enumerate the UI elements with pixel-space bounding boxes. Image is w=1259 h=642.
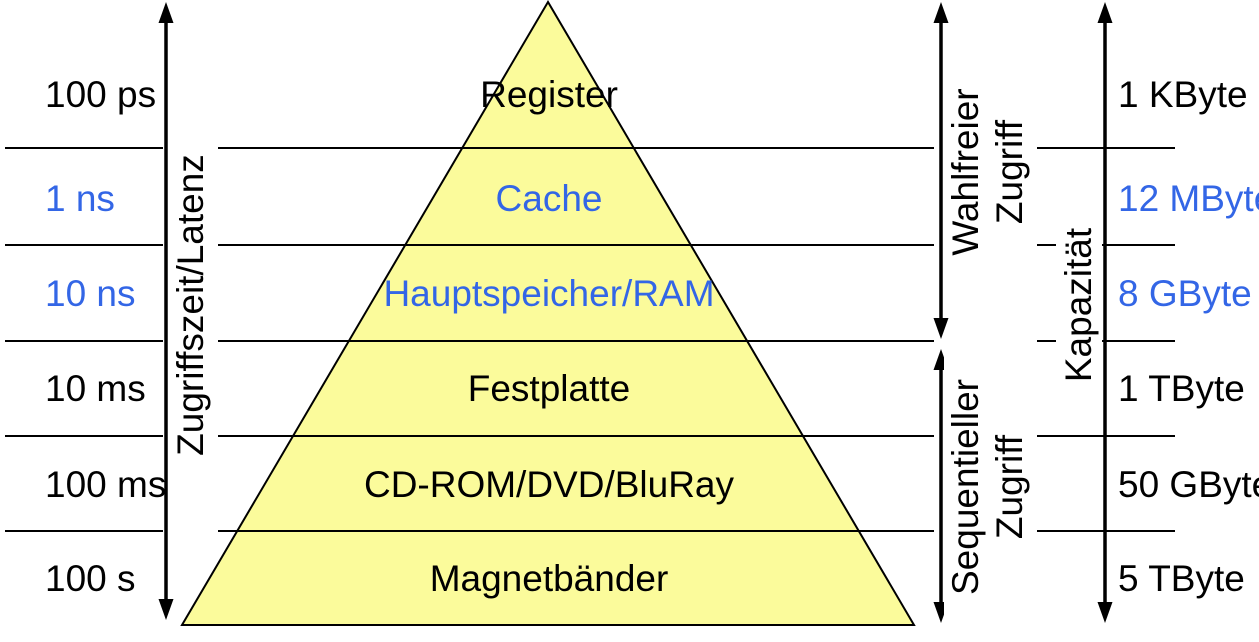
level-label-magnetbaender: Magnetbänder	[429, 558, 669, 599]
capacity-label: 5 TByte	[1118, 558, 1245, 599]
random-access-caption-line1: Wahlfreier	[945, 88, 986, 256]
latency-label: 10 ns	[45, 273, 136, 314]
sequential-access-caption-line1: Sequentieller	[945, 379, 986, 595]
latency-label: 100 s	[45, 558, 136, 599]
latency-label: 1 ns	[45, 178, 115, 219]
sequential-access-caption: Sequentieller Zugriff	[944, 347, 1032, 627]
capacity-label: 50 GByte	[1118, 464, 1259, 505]
capacity-axis-caption-text: Kapazität	[1058, 227, 1099, 383]
capacity-label: 1 KByte	[1118, 74, 1248, 115]
capacity-axis-arrow	[1097, 2, 1113, 623]
capacity-axis-caption: Kapazität	[1056, 205, 1102, 405]
random-access-arrow	[933, 2, 949, 339]
level-label-cdrom: CD-ROM/DVD/BluRay	[363, 464, 735, 505]
level-label-register: Register	[480, 74, 618, 115]
pyramid-shape	[180, 0, 916, 626]
latency-axis-caption: Zugriffszeit/Latenz	[168, 125, 214, 485]
sequential-access-caption-line2: Zugriff	[989, 434, 1030, 540]
level-label-festplatte: Festplatte	[467, 368, 631, 409]
capacity-label: 12 MByte	[1118, 178, 1259, 219]
latency-axis-arrow	[158, 2, 174, 620]
random-access-caption: Wahlfreier Zugriff	[944, 32, 1032, 312]
level-label-hauptspeicher: Hauptspeicher/RAM	[383, 273, 715, 314]
capacity-label: 1 TByte	[1118, 368, 1245, 409]
latency-axis-caption-text: Zugriffszeit/Latenz	[170, 154, 211, 456]
latency-label: 100 ps	[45, 74, 157, 115]
level-label-cache: Cache	[495, 178, 603, 219]
latency-label: 10 ms	[45, 368, 146, 409]
latency-label: 100 ms	[45, 464, 167, 505]
random-access-caption-line2: Zugriff	[989, 119, 1030, 225]
capacity-label: 8 GByte	[1118, 273, 1252, 314]
